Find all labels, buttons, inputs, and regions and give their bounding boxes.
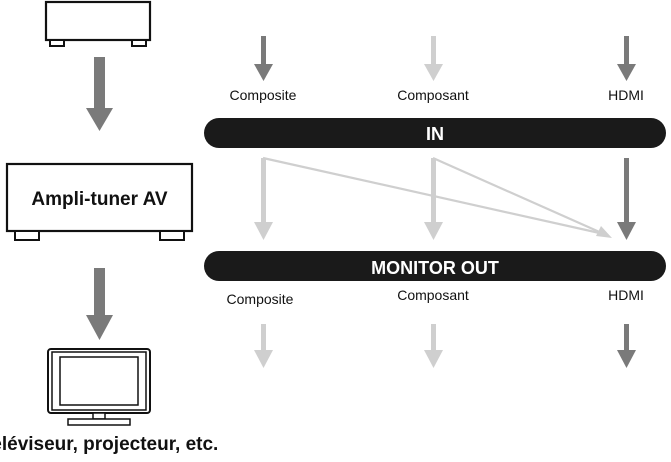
- output-arrow-hdmi: [617, 324, 636, 368]
- input-label-component: Composant: [397, 87, 469, 103]
- monitor-out-bar: MONITOR OUT: [204, 251, 666, 281]
- output-label-composite: Composite: [227, 291, 294, 307]
- in-bar: IN: [204, 118, 666, 148]
- source-device-icon: [44, 0, 152, 47]
- inner-arrow-component: [424, 158, 443, 240]
- receiver-box: Ampli-tuner AV: [5, 162, 194, 241]
- input-arrow-component: [424, 36, 443, 81]
- output-arrow-composite: [254, 324, 273, 368]
- tv-icon: [47, 348, 151, 426]
- output-arrow-component: [424, 324, 443, 368]
- input-label-hdmi: HDMI: [608, 87, 644, 103]
- receiver-label: Ampli-tuner AV: [31, 189, 167, 210]
- in-bar-label: IN: [426, 124, 444, 144]
- inner-arrow-composite: [254, 158, 273, 240]
- output-label-component: Composant: [397, 287, 469, 303]
- output-label-hdmi: HDMI: [608, 287, 644, 303]
- monitor-out-bar-label: MONITOR OUT: [371, 258, 499, 278]
- arrow-receiver-to-display: [86, 268, 113, 340]
- display-caption: Téléviseur, projecteur, etc.: [0, 434, 218, 455]
- input-arrow-hdmi: [617, 36, 636, 81]
- arrow-source-to-receiver: [86, 57, 113, 131]
- input-label-composite: Composite: [230, 87, 297, 103]
- input-arrow-composite: [254, 36, 273, 81]
- inner-arrow-hdmi: [617, 158, 636, 240]
